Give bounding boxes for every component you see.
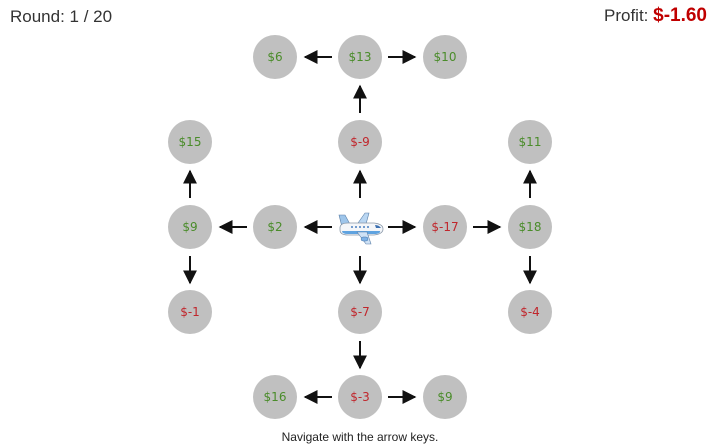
node-lower-left: $-1	[168, 290, 212, 334]
node-far-right: $18	[508, 205, 552, 249]
node-right: $-17	[423, 205, 467, 249]
node-upper-right: $11	[508, 120, 552, 164]
node-upper-left: $15	[168, 120, 212, 164]
node-left: $2	[253, 205, 297, 249]
node-far-left: $9	[168, 205, 212, 249]
instruction-text: Navigate with the arrow keys.	[281, 430, 439, 444]
profit-value: $-1.60	[653, 5, 707, 26]
node-upper-center: $-9	[338, 120, 382, 164]
profit-label: Profit:	[604, 6, 654, 25]
node-lower-right: $-4	[508, 290, 552, 334]
profit-display: Profit: $-1.60	[604, 5, 707, 27]
node-bottom-center: $-3	[338, 375, 382, 419]
node-top-center: $13	[338, 35, 382, 79]
node-top-right: $10	[423, 35, 467, 79]
round-counter: Round: 1 / 20	[10, 7, 113, 26]
airplane-icon	[338, 212, 384, 245]
node-bottom-left: $16	[253, 375, 297, 419]
node-lower-center: $-7	[338, 290, 382, 334]
node-top-left: $6	[253, 35, 297, 79]
node-bottom-right: $9	[423, 375, 467, 419]
